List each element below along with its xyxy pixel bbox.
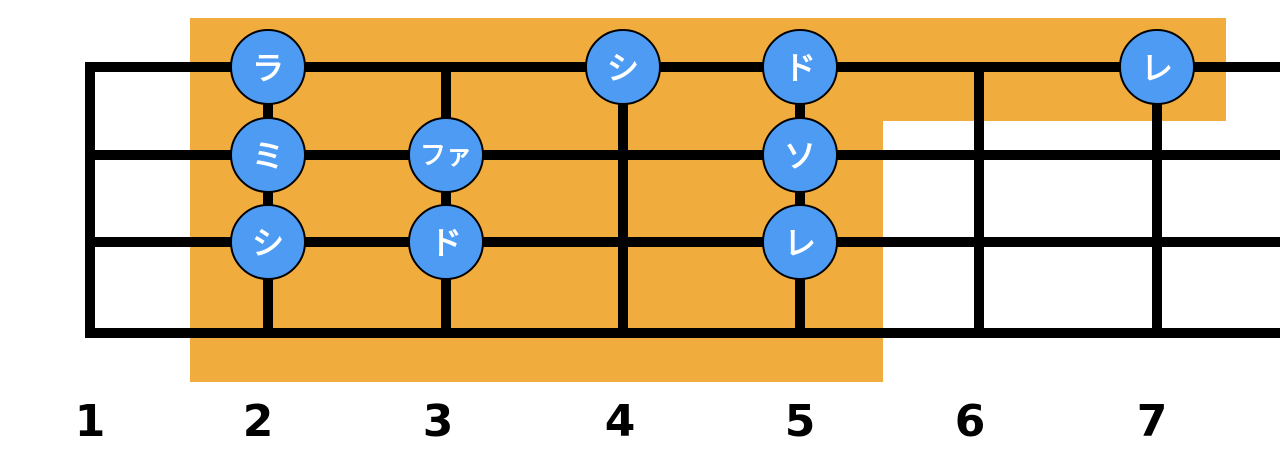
note-label: シ	[607, 49, 639, 87]
note-circle	[762, 29, 838, 105]
fret-number-1: 1	[75, 396, 106, 447]
note-label: ファ	[420, 141, 472, 171]
note-circle	[762, 204, 838, 280]
note-marker: シ	[585, 29, 661, 105]
note-marker: ド	[762, 29, 838, 105]
scale-highlight-region	[190, 18, 1226, 382]
note-circle	[408, 204, 484, 280]
note-label: レ	[784, 224, 816, 262]
note-circle	[1119, 29, 1195, 105]
note-label: ミ	[252, 137, 284, 175]
note-circle	[230, 117, 306, 193]
note-label: ド	[430, 224, 462, 262]
note-marker: ド	[408, 204, 484, 280]
note-circle	[585, 29, 661, 105]
note-marker: レ	[1119, 29, 1195, 105]
note-label: ソ	[784, 137, 816, 175]
note-markers: ラシドレミファソシドレ	[230, 29, 1195, 280]
fret-number-row: 1 2 3 4 5 6 7	[75, 396, 1168, 447]
note-marker: レ	[762, 204, 838, 280]
note-circle	[408, 117, 484, 193]
note-circle	[762, 117, 838, 193]
note-marker: シ	[230, 204, 306, 280]
note-circle	[230, 204, 306, 280]
fret-number-2: 2	[243, 396, 274, 447]
note-marker: ファ	[408, 117, 484, 193]
note-marker: ラ	[230, 29, 306, 105]
fret-number-3: 3	[423, 396, 454, 447]
note-marker: ソ	[762, 117, 838, 193]
note-marker: ミ	[230, 117, 306, 193]
note-label: ラ	[252, 49, 284, 87]
fret-number-4: 4	[605, 396, 636, 447]
fret-number-6: 6	[955, 396, 986, 447]
note-circle	[230, 29, 306, 105]
note-label: ド	[784, 49, 816, 87]
note-label: レ	[1141, 49, 1173, 87]
fret-number-7: 7	[1137, 396, 1168, 447]
fret-number-5: 5	[785, 396, 816, 447]
note-label: シ	[252, 224, 284, 262]
